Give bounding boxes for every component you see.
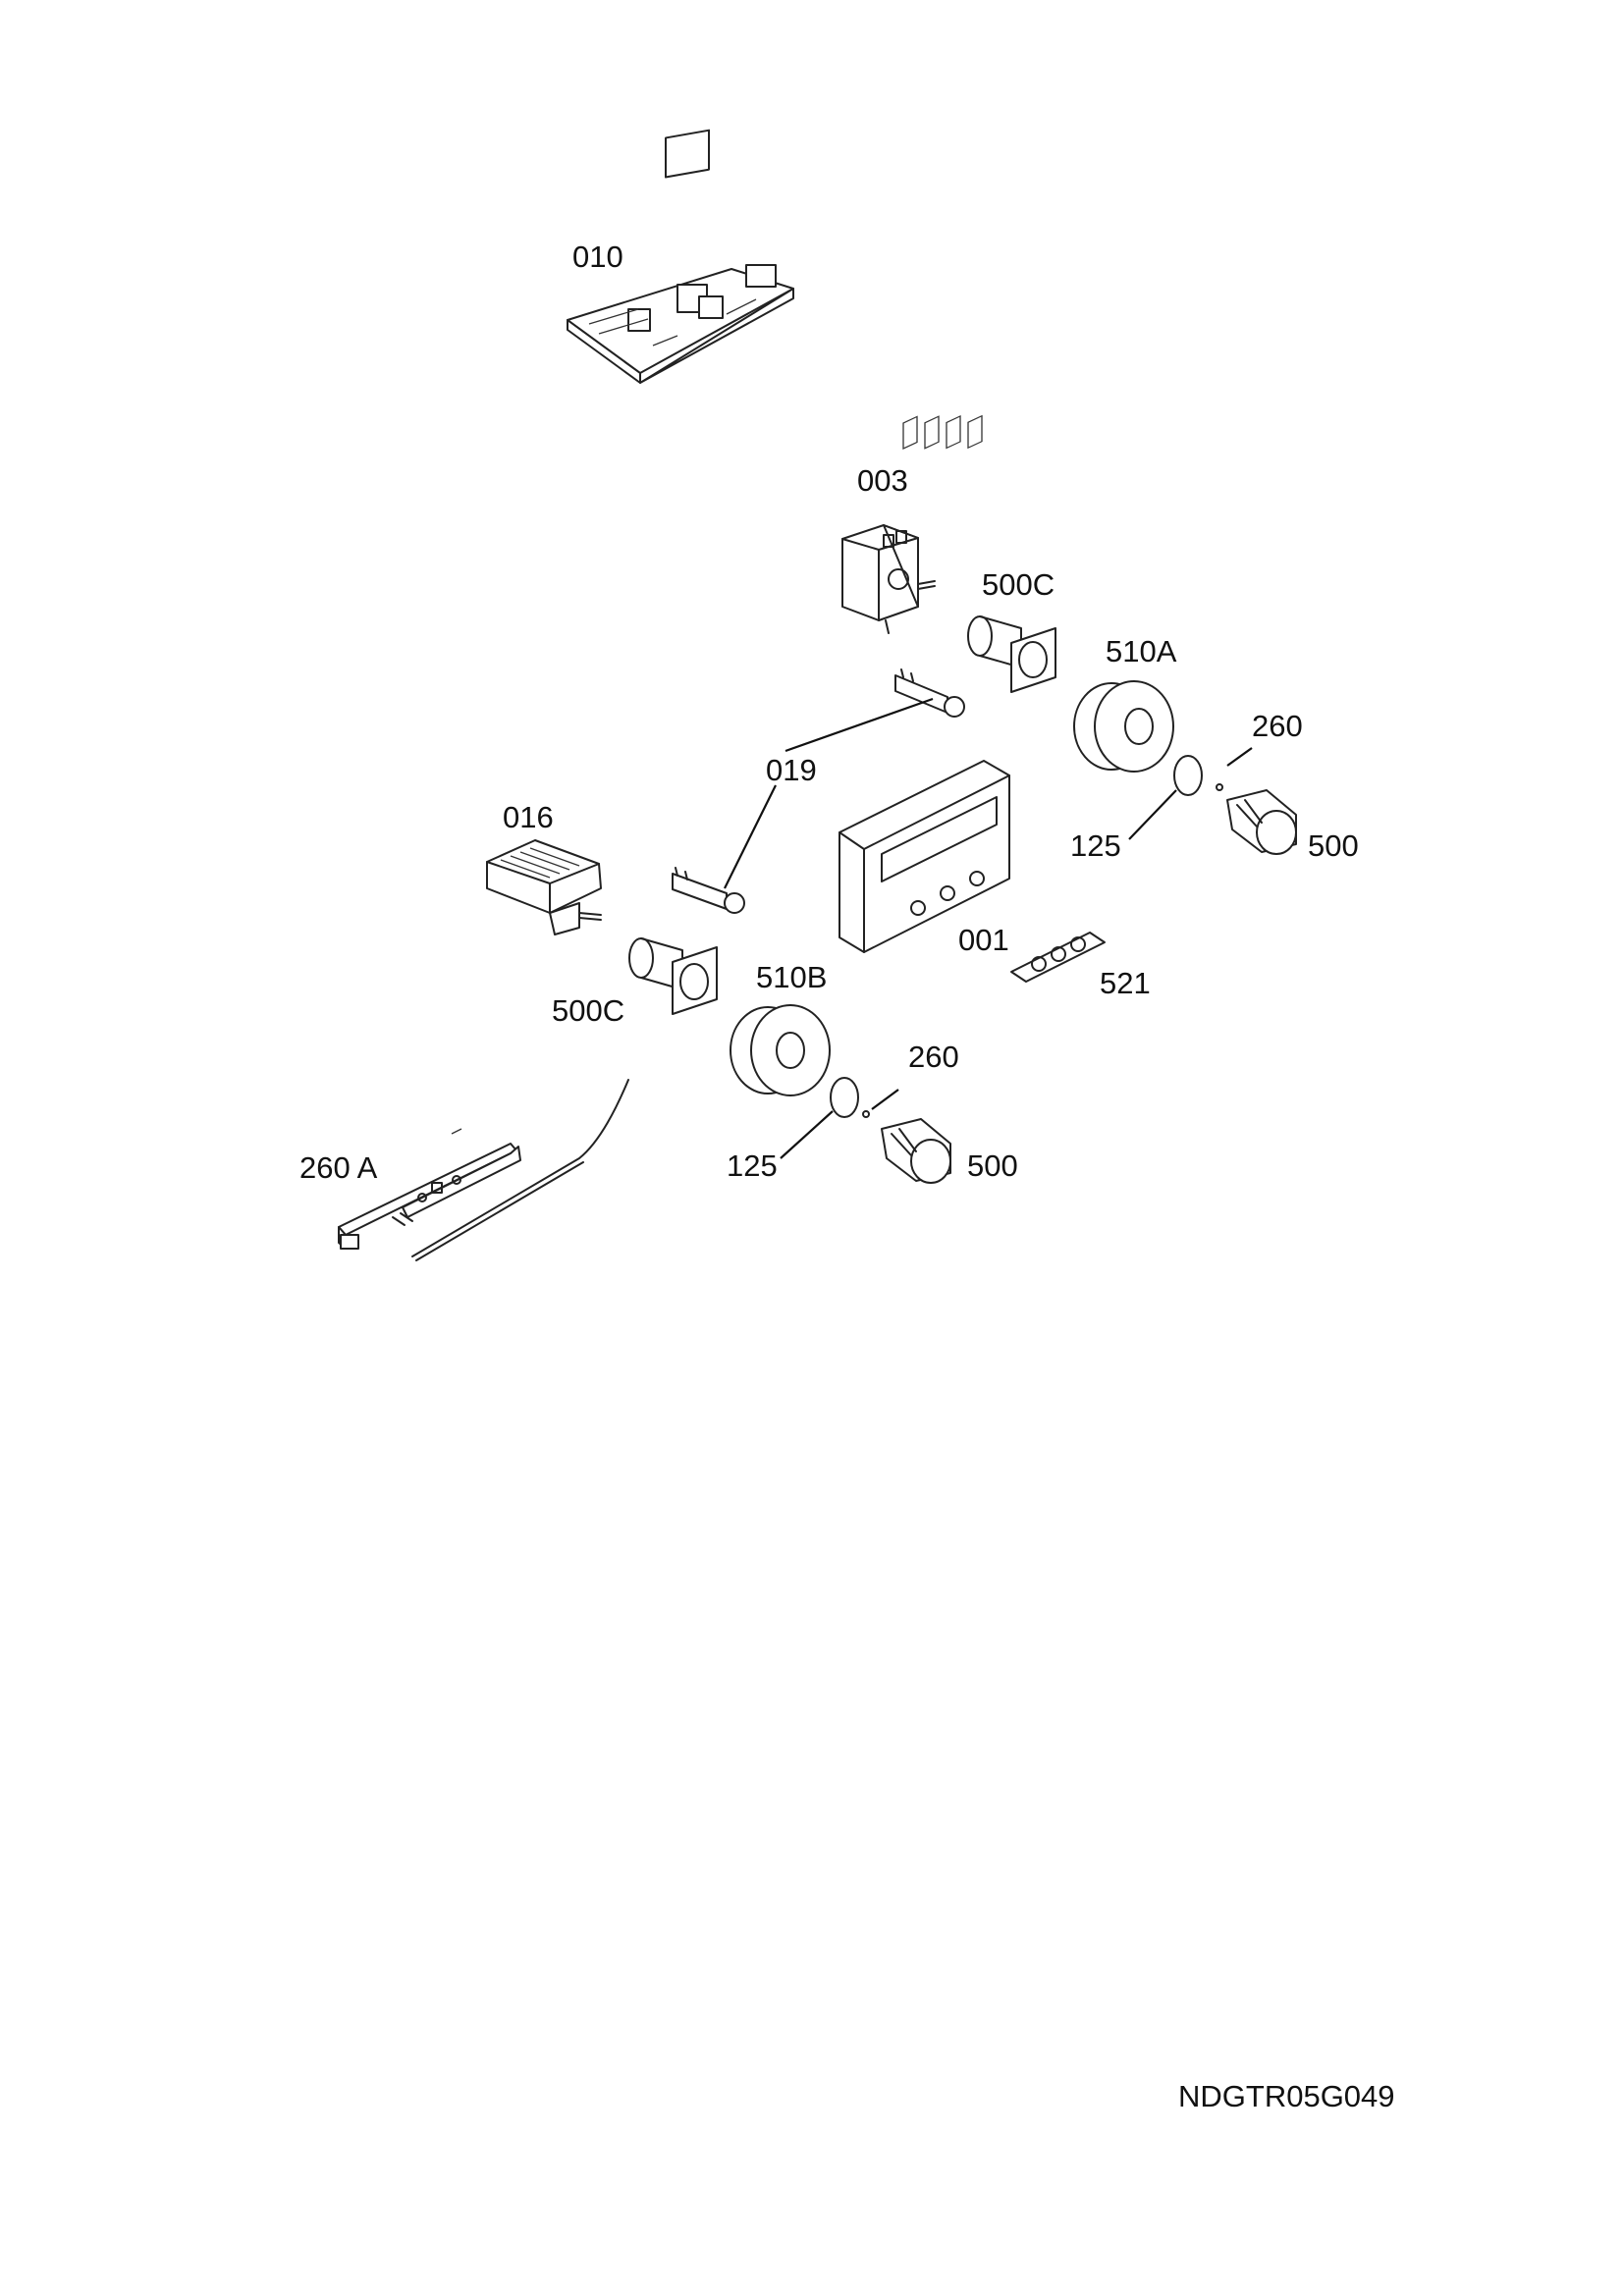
control-knob-icon xyxy=(881,1118,951,1184)
callout-260-bottom: 260 xyxy=(908,1040,959,1074)
callout-001: 001 xyxy=(958,923,1009,957)
callout-260a: 260 A xyxy=(299,1150,378,1185)
drawing-code: NDGTR05G049 xyxy=(1178,2079,1395,2113)
knob-bushing-icon xyxy=(967,615,1056,693)
callout-500-bottom: 500 xyxy=(967,1148,1018,1183)
knob-ring-icon xyxy=(1073,680,1174,773)
callout-010: 010 xyxy=(572,240,623,274)
callout-003: 003 xyxy=(857,463,908,498)
circuit-board-icon xyxy=(567,129,794,384)
callout-510b: 510B xyxy=(756,960,827,994)
rotary-switch-icon xyxy=(841,524,936,634)
button-set-icon xyxy=(1010,932,1106,983)
knob-ring-icon xyxy=(730,1004,831,1096)
callout-125-top: 125 xyxy=(1070,828,1121,863)
spring-clip-icon xyxy=(862,1089,899,1118)
callout-016: 016 xyxy=(503,800,554,834)
callout-500c-top: 500C xyxy=(982,567,1055,602)
callout-500c-left: 500C xyxy=(552,993,624,1028)
callout-019: 019 xyxy=(766,753,817,787)
callout-260-top: 260 xyxy=(1252,709,1303,743)
knob-bushing-icon xyxy=(628,937,718,1015)
control-knob-icon xyxy=(1226,789,1297,855)
spring-clip-icon xyxy=(1216,747,1253,791)
selector-switch-icon xyxy=(486,839,602,935)
bracket-rail-icon xyxy=(338,1079,629,1261)
callout-521: 521 xyxy=(1100,966,1151,1000)
digital-timer-icon xyxy=(839,414,1010,953)
o-ring-icon xyxy=(780,1077,859,1159)
callout-510a: 510A xyxy=(1106,634,1177,668)
callout-125-bottom: 125 xyxy=(727,1148,778,1183)
callout-500-top: 500 xyxy=(1308,828,1359,863)
o-ring-icon xyxy=(1128,755,1203,840)
indicator-lamp-icon xyxy=(672,668,965,914)
